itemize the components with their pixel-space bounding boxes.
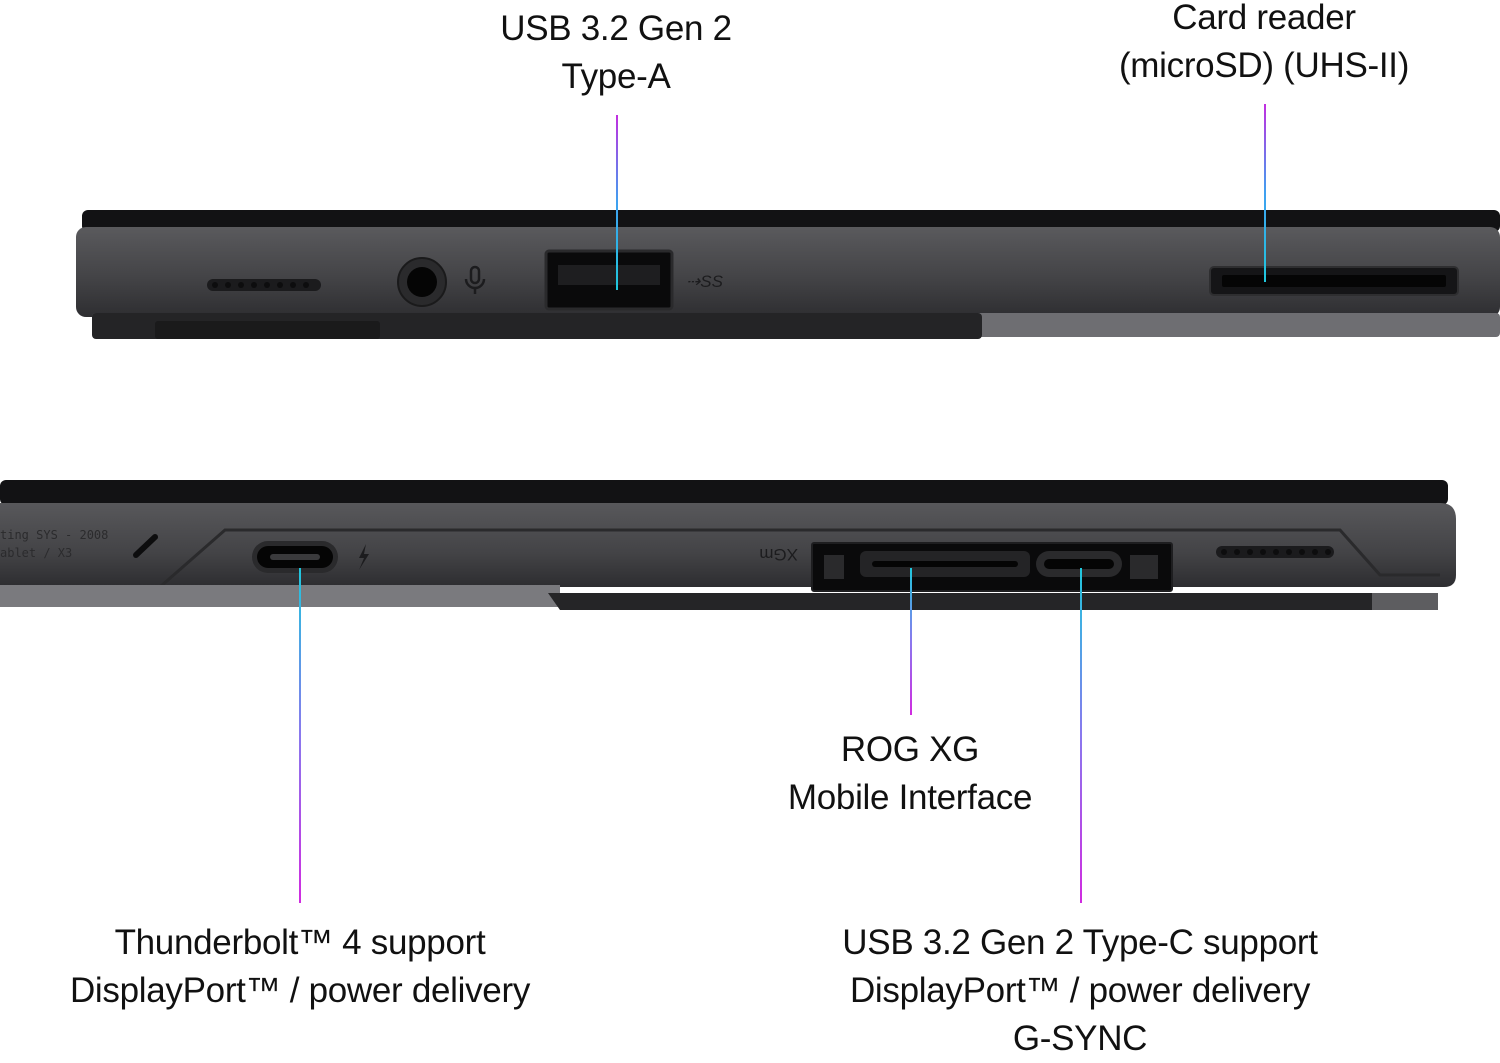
thunderbolt-label: Thunderbolt™ 4 support DisplayPort™ / po… [69, 923, 531, 1010]
chassis-body [0, 503, 1456, 587]
usb-a-port [544, 249, 674, 311]
card-reader-leader-line [1264, 104, 1266, 282]
bottom-strip-end [1372, 593, 1438, 610]
regulatory-text: ablet / X3 [0, 546, 72, 560]
kickstand-hinge [155, 321, 380, 339]
device-top-edge: ⇢SS [76, 210, 1500, 339]
bottom-strip-light [0, 585, 560, 607]
rog-xg-leader-line [910, 568, 912, 715]
card-reader-slot [1209, 266, 1459, 296]
thunderbolt-leader-line [299, 568, 301, 903]
rog-xg-label: ROG XG Mobile Interface [787, 730, 1033, 817]
microphone-icon [464, 265, 486, 294]
usb-a-label: USB 3.2 Gen 2 Type-A [500, 9, 732, 96]
speaker-grille-icon [1216, 546, 1334, 558]
chassis-bevel [159, 528, 1440, 589]
usb-ss-logo-icon: ⇢SS [686, 272, 724, 291]
card-reader-label: Card reader (microSD) (UHS-II) [1118, 0, 1410, 85]
regulatory-text: ting SYS - 2008 [0, 528, 108, 542]
rog-xg-mobile-port [811, 542, 1173, 592]
speaker-grille-icon [207, 279, 321, 291]
bottom-strip-dark [548, 593, 1436, 610]
thunderbolt-port [252, 541, 338, 573]
usb-c-label: USB 3.2 Gen 2 Type-C support DisplayPort… [842, 923, 1318, 1058]
xgm-logo-icon: XGm [759, 545, 798, 564]
usb-c-leader-line [1080, 568, 1082, 903]
audio-jack-icon [397, 257, 447, 307]
device-bottom-edge: ting SYS - 2008 ablet / X3 XGm [0, 480, 1456, 610]
screen-edge [82, 210, 1500, 232]
lightning-bolt-icon [359, 544, 369, 570]
stylus-mark-icon [133, 534, 158, 558]
screen-edge [0, 480, 1448, 505]
usb-a-leader-line [616, 115, 618, 290]
